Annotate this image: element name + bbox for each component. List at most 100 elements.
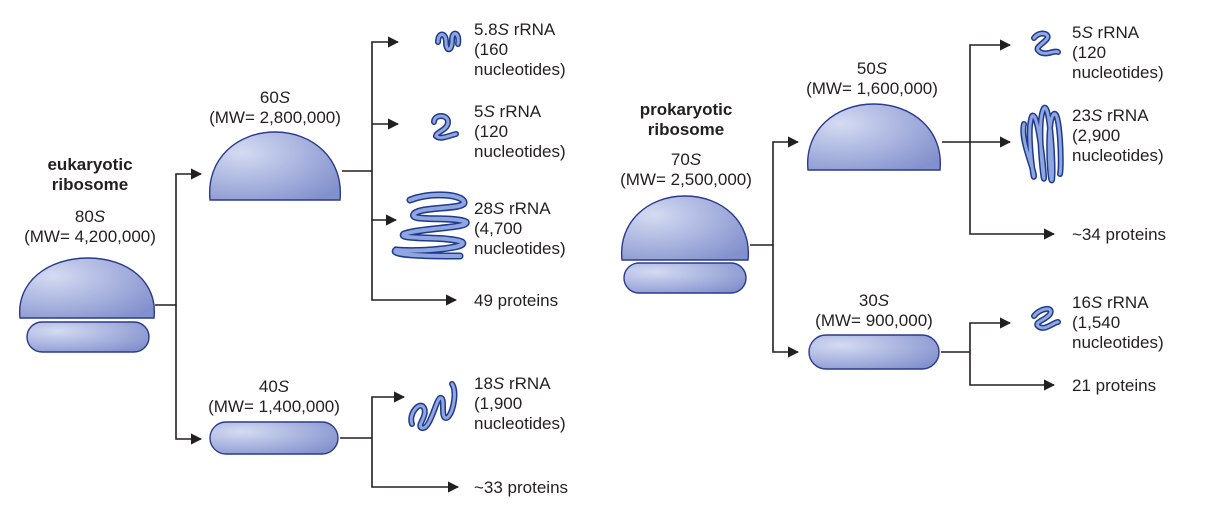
rrna-suffix: rRNA	[508, 20, 556, 39]
eukaryotic-title-line2: ribosome	[51, 175, 129, 194]
s-value: 40	[258, 377, 278, 396]
eukaryotic-80s-ribosome	[19, 257, 155, 353]
nucleotide-unit: nucleotides)	[474, 142, 566, 161]
mw-value: (MW= 1,600,000)	[806, 79, 938, 98]
eukaryotic-60s-branch	[342, 36, 458, 306]
prokaryotic-large-proteins-label: ~34 proteins	[1072, 225, 1167, 244]
nucleotide-count: (120	[1072, 43, 1107, 62]
prokaryotic-70s-branch	[750, 136, 800, 358]
eukaryotic-large-proteins-label: 49 proteins	[474, 291, 559, 310]
s-unit: S	[497, 20, 509, 39]
s-unit: S	[877, 291, 890, 310]
s-value: 50	[856, 59, 876, 78]
rrna-suffix: rRNA	[504, 374, 551, 393]
s-unit: S	[875, 59, 888, 78]
s-value: 30	[858, 291, 878, 310]
rrna-suffix: rRNA	[1092, 23, 1140, 42]
rrna-5s-label: 5S rRNA (120 nucleotides)	[474, 102, 566, 162]
prokaryotic-30s-branch	[941, 317, 1056, 391]
rrna-16s-icon	[1031, 306, 1061, 331]
eukaryotic-80s-large-part	[19, 257, 155, 319]
s-value: 60	[259, 88, 279, 107]
s-unit: S	[1090, 293, 1103, 312]
s-value: 80	[74, 207, 94, 226]
prokaryotic-70s-large-part	[621, 195, 749, 261]
nucleotide-count: (2,900	[1072, 126, 1121, 145]
rrna-5s-prok-icon	[1031, 30, 1061, 57]
prokaryotic-70s-small-part	[623, 262, 747, 294]
eukaryotic-40s-label: 40S (MW= 1,400,000)	[208, 377, 340, 417]
rrna-16s-label: 16S rRNA (1,540 nucleotides)	[1072, 293, 1164, 353]
rrna-suffix: rRNA	[504, 199, 551, 218]
prokaryotic-title-line1: prokaryotic	[639, 100, 733, 119]
eukaryotic-80s-branch	[155, 168, 203, 445]
s-unit: S	[277, 377, 290, 396]
prokaryotic-50s-subunit	[807, 103, 941, 171]
s-value: 23	[1072, 106, 1091, 125]
s-value: 5	[474, 102, 484, 121]
rrna-5s-prok-label: 5S rRNA (120 nucleotides)	[1072, 23, 1164, 83]
prokaryotic-50s-branch	[942, 39, 1056, 240]
rrna-23s-label: 23S rRNA (2,900 nucleotides)	[1072, 106, 1164, 166]
mw-value: (MW= 900,000)	[815, 311, 933, 330]
rrna-5-8s-icon	[435, 30, 462, 53]
prokaryotic-30s-label: 30S (MW= 900,000)	[815, 291, 933, 331]
rrna-18s-icon	[408, 381, 458, 431]
eukaryotic-title-line1: eukaryotic	[47, 155, 133, 174]
eukaryotic-40s-branch	[340, 391, 460, 493]
eukaryotic-60s-label: 60S (MW= 2,800,000)	[209, 88, 341, 128]
prokaryotic-title: prokaryotic ribosome	[640, 100, 733, 140]
nucleotide-unit: nucleotides)	[1072, 63, 1164, 82]
eukaryotic-40s-subunit	[209, 421, 339, 455]
s-unit: S	[278, 88, 291, 107]
s-value: 5.8	[474, 20, 498, 39]
rrna-18s-label: 18S rRNA (1,900 nucleotides)	[474, 374, 566, 434]
mw-value: (MW= 1,400,000)	[208, 397, 340, 416]
eukaryotic-small-proteins-label: ~33 proteins	[474, 478, 569, 497]
nucleotide-count: (1,540	[1072, 313, 1121, 332]
s-value: 28	[474, 199, 493, 218]
s-unit: S	[492, 199, 505, 218]
rrna-suffix: rRNA	[1102, 293, 1149, 312]
nucleotide-unit: nucleotides)	[1072, 146, 1164, 165]
s-value: 18	[474, 374, 493, 393]
nucleotide-count: (4,700	[474, 219, 523, 238]
prokaryotic-small-proteins-label: 21 proteins	[1072, 376, 1157, 395]
s-value: 5	[1072, 23, 1082, 42]
prokaryotic-30s-subunit	[808, 334, 940, 370]
rrna-28s-label: 28S rRNA (4,700 nucleotides)	[474, 199, 566, 259]
prokaryotic-50s-label: 50S (MW= 1,600,000)	[806, 59, 938, 99]
nucleotide-unit: nucleotides)	[1072, 333, 1164, 352]
nucleotide-count: (160	[474, 40, 509, 59]
rrna-suffix: rRNA	[494, 102, 542, 121]
mw-value: (MW= 2,500,000)	[620, 170, 752, 189]
rrna-suffix: rRNA	[1102, 106, 1149, 125]
prokaryotic-70s-label: 70S (MW= 2,500,000)	[620, 150, 752, 190]
prokaryotic-title-line2: ribosome	[647, 120, 725, 139]
s-value: 70	[670, 150, 690, 169]
nucleotide-count: (120	[474, 122, 509, 141]
mw-value: (MW= 4,200,000)	[24, 227, 156, 246]
s-unit: S	[492, 374, 505, 393]
nucleotide-unit: nucleotides)	[474, 239, 566, 258]
prokaryotic-70s-ribosome	[621, 195, 749, 294]
eukaryotic-80s-label: 80S (MW= 4,200,000)	[24, 207, 156, 247]
rrna-5-8s-label: 5.8S rRNA (160 nucleotides)	[474, 20, 566, 80]
s-unit: S	[689, 150, 702, 169]
eukaryotic-60s-subunit	[209, 131, 341, 201]
nucleotide-count: (1,900	[474, 394, 523, 413]
s-unit: S	[93, 207, 106, 226]
s-unit: S	[483, 102, 495, 121]
eukaryotic-80s-small-part	[26, 321, 150, 353]
rrna-23s-icon	[1020, 104, 1064, 184]
s-unit: S	[1090, 106, 1103, 125]
s-unit: S	[1081, 23, 1093, 42]
nucleotide-unit: nucleotides)	[474, 414, 566, 433]
s-value: 16	[1072, 293, 1091, 312]
rrna-28s-icon	[391, 191, 470, 260]
rrna-5s-icon	[431, 113, 459, 141]
mw-value: (MW= 2,800,000)	[209, 108, 341, 127]
eukaryotic-title: eukaryotic ribosome	[47, 155, 132, 195]
nucleotide-unit: nucleotides)	[474, 60, 566, 79]
